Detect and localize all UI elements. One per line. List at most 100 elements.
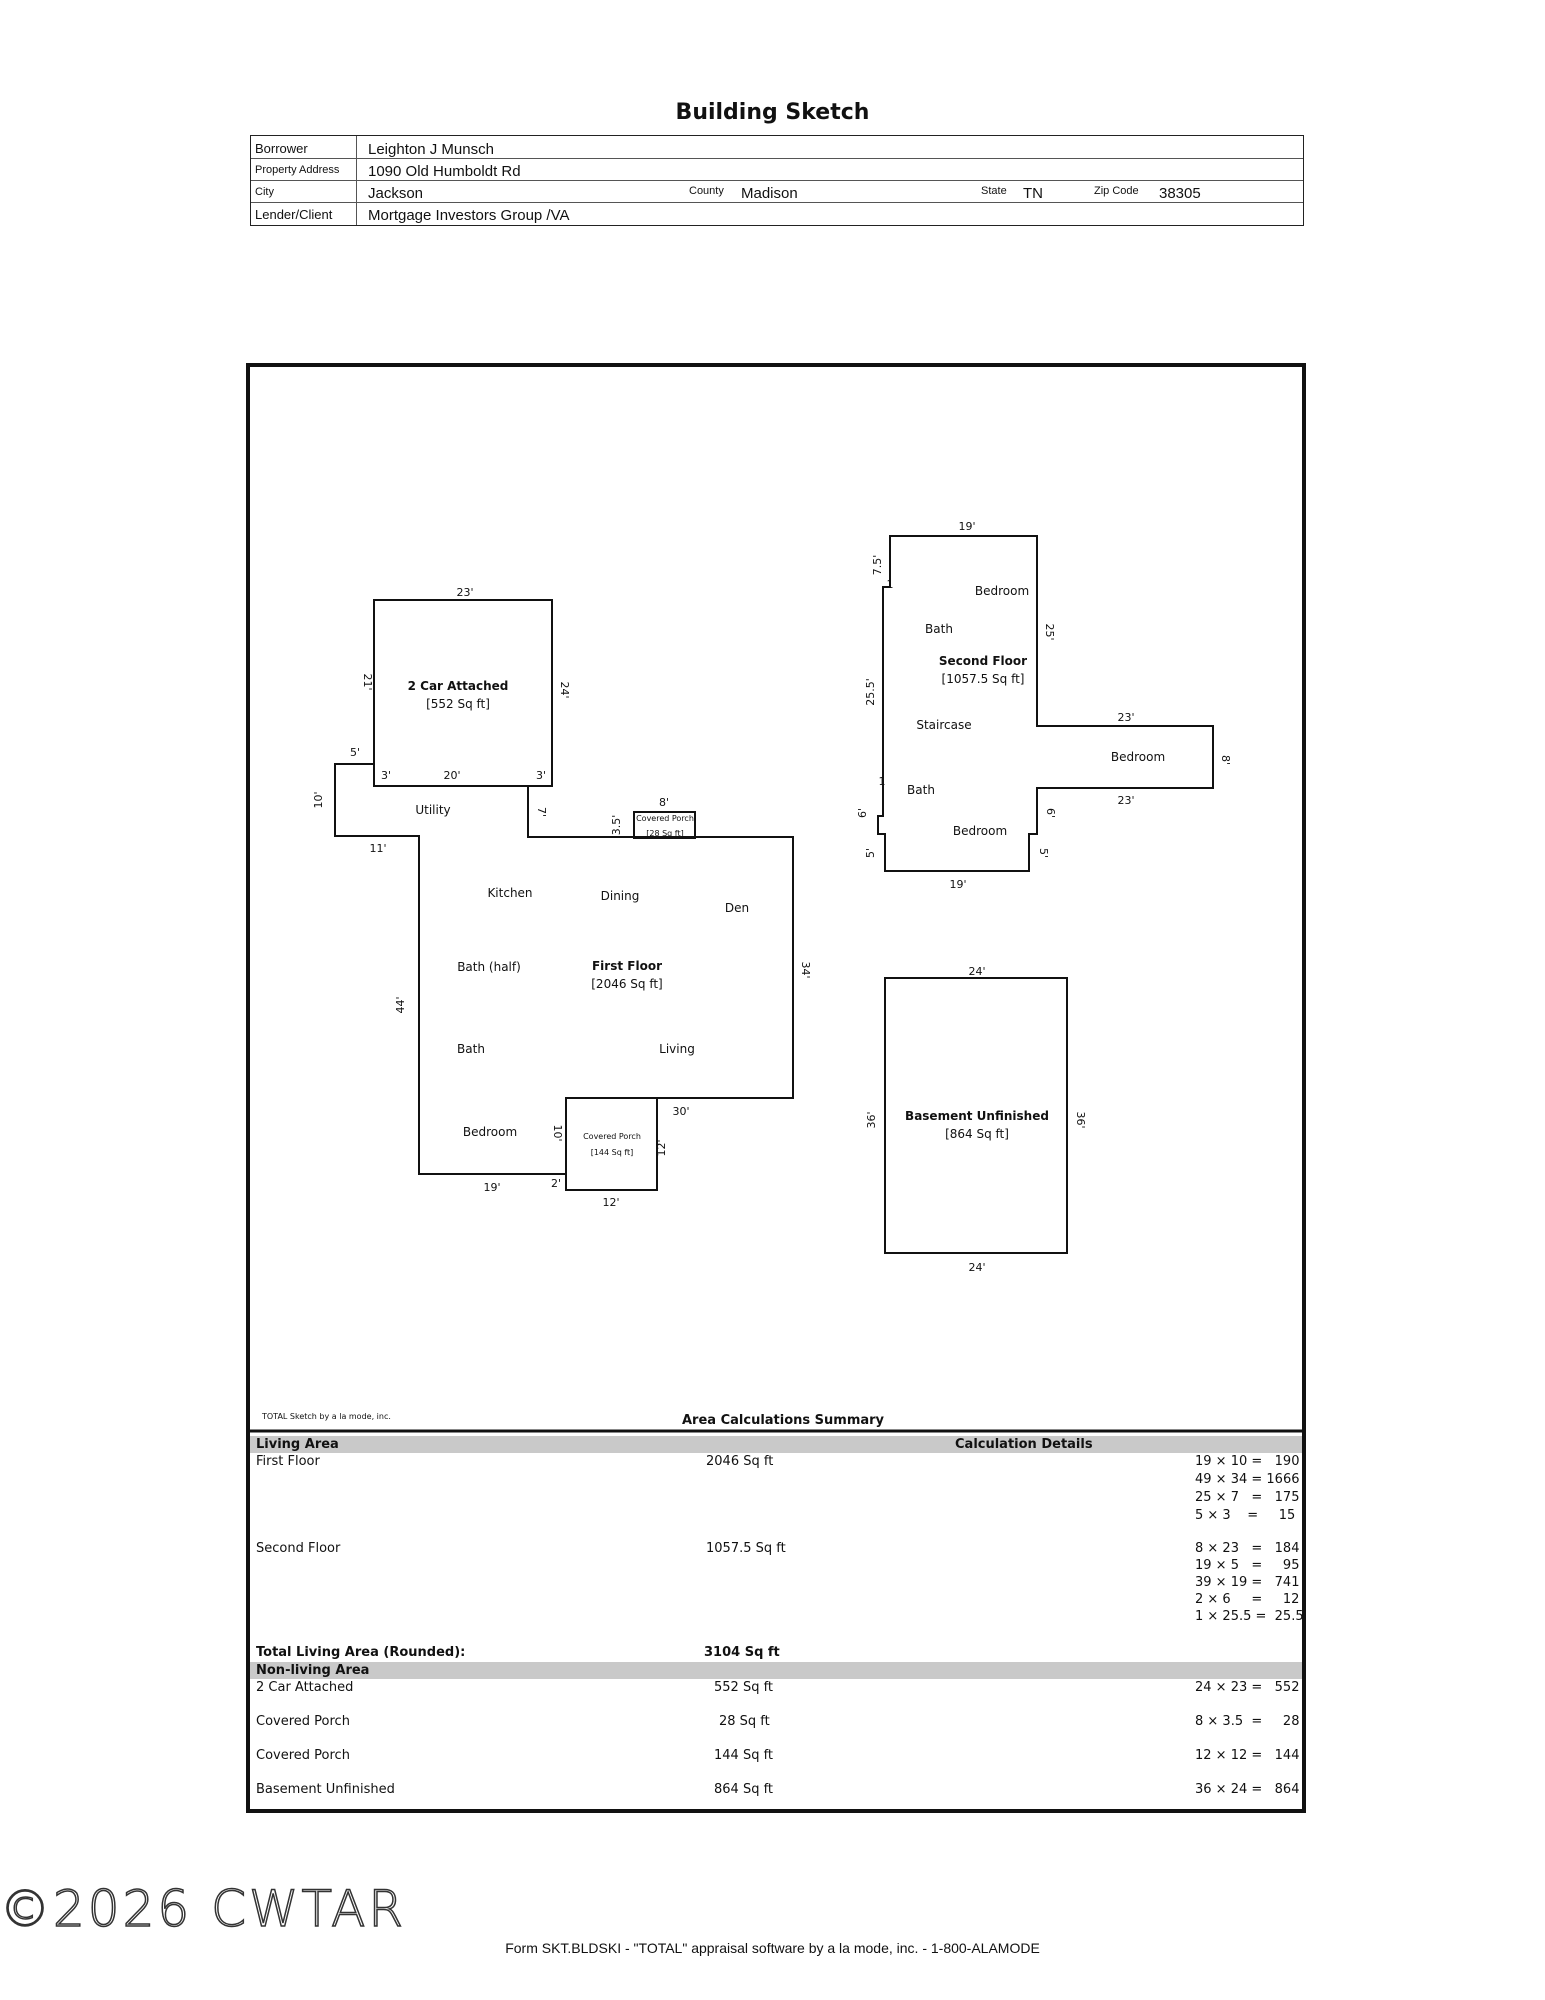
city-value: Jackson [368,185,424,202]
nonliving-label: Basement Unfinished [256,1782,395,1797]
nonliving-area: 864 Sq ft [714,1782,774,1797]
non-living-header: Non-living Area [256,1663,370,1678]
room-bath-2f-bottom: Bath [907,783,935,797]
room-bath-2f-top: Bath [925,622,953,636]
dim-5: 5' [350,746,360,759]
city-label: City [255,186,274,198]
dim-garage-top: 23' [456,586,473,599]
property-info-table: Borrower Leighton J Munsch Property Addr… [250,135,1304,226]
sketch-credit: TOTAL Sketch by a la mode, inc. [262,1412,391,1421]
calc-line: 5 × 3 = 15 [1195,1508,1296,1523]
room-bath-half: Bath (half) [457,960,521,974]
second-floor-name: Second Floor [939,654,1027,668]
room-utility: Utility [415,803,450,817]
garage-name: 2 Car Attached [408,679,509,693]
porch-small-area: [28 Sq ft] [646,829,683,838]
copyright-watermark: ©2026 CWTAR [0,1879,407,1939]
county-label: County [689,185,724,197]
basement-area: [864 Sq ft] [945,1127,1009,1141]
nonliving-area: 144 Sq ft [714,1748,774,1763]
basement-outline [884,977,1068,1254]
summary-title: Area Calculations Summary [682,1413,885,1428]
nonliving-label: 2 Car Attached [256,1680,354,1695]
calc-line: 1 × 25.5 = 25.5 [1195,1609,1304,1624]
second-floor-outline [877,535,1214,872]
room-bedroom: Bedroom [463,1125,517,1139]
dim-34: 34' [799,961,812,978]
dim-2f-5a: 5' [864,848,877,858]
total-living-value: 3104 Sq ft [704,1645,780,1660]
dim-44: 44' [394,996,407,1013]
dim-garage-bottom: 20' [443,769,460,782]
room-den: Den [725,901,749,915]
calc-details-header: Calculation Details [955,1437,1093,1452]
living-area-band [250,1436,1302,1453]
dim-garage-3a: 3' [381,769,391,782]
lender-row: Lender/Client Mortgage Investors Group /… [251,202,1303,224]
room-living: Living [659,1042,695,1056]
nonliving-label: Covered Porch [256,1714,350,1729]
dim-2f-6a: 6' [856,808,869,818]
dim-2f-top: 19' [958,520,975,533]
dim-2f-1b: 1 [879,775,886,788]
nonliving-area: 28 Sq ft [719,1714,770,1729]
dim-2f-bottom: 19' [949,878,966,891]
first-floor-outline [334,763,794,1175]
dim-12: 12' [602,1196,619,1209]
non-living-band [250,1662,1302,1679]
sketch-frame [246,363,1306,1813]
room-bedroom-2f-right: Bedroom [1111,750,1165,764]
nonliving-label: Covered Porch [256,1748,350,1763]
dim-2f-23b: 23' [1117,794,1134,807]
second-floor-label: Second Floor [256,1541,341,1556]
dim-7: 7' [535,807,548,817]
porch-large-area: [144 Sq ft] [591,1148,634,1157]
room-staircase: Staircase [916,718,971,732]
room-bath: Bath [457,1042,485,1056]
calc-line: 8 × 3.5 = 28 [1195,1714,1300,1729]
dim-2f-8: 8' [1219,755,1232,765]
address-label: Property Address [255,164,340,176]
calc-line: 2 × 6 = 12 [1195,1592,1300,1607]
borrower-row: Borrower Leighton J Munsch [251,136,1303,159]
second-floor-area: [1057.5 Sq ft] [942,672,1025,686]
first-floor-area: 2046 Sq ft [706,1454,774,1469]
living-area-header: Living Area [256,1437,339,1452]
dim-2f-7-5: 7.5' [871,555,884,576]
lender-label: Lender/Client [255,207,333,222]
calc-line: 36 × 24 = 864 [1195,1782,1300,1797]
covered-porch-small-outline [633,811,696,839]
form-footer: Form SKT.BLDSKI - "TOTAL" appraisal soft… [505,1940,1040,1956]
dim-2f-23a: 23' [1117,711,1134,724]
dim-garage-3b: 3' [536,769,546,782]
dim-basement-bottom: 24' [968,1261,985,1274]
address-value: 1090 Old Humboldt Rd [368,163,521,180]
dim-10: 10' [312,791,325,808]
lender-value: Mortgage Investors Group /VA [368,207,570,224]
room-bedroom-2f-top: Bedroom [975,584,1029,598]
dim-30: 30' [672,1105,689,1118]
dim-2f-5b: 5' [1037,848,1050,858]
page-title: Building Sketch [675,100,870,125]
dim-11: 11' [369,842,386,855]
dim-basement-top: 24' [968,965,985,978]
dim-19: 19' [483,1181,500,1194]
dim-2f-1a: 1 [887,578,894,591]
calc-line: 25 × 7 = 175 [1195,1490,1300,1505]
basement-name: Basement Unfinished [905,1109,1049,1123]
room-dining: Dining [601,889,640,903]
dim-3-5: 3.5' [610,815,623,836]
calc-line: 24 × 23 = 552 [1195,1680,1300,1695]
covered-porch-large-outline [565,1097,658,1191]
dim-2f-25-5: 25.5' [864,678,877,706]
dim-10b: 10' [551,1124,564,1141]
dim-2: 2' [551,1177,561,1190]
garage-outline [373,599,553,787]
first-floor-area: [2046 Sq ft] [591,977,662,991]
calc-line: 8 × 23 = 184 [1195,1541,1300,1556]
calc-line: 49 × 34 = 1666 [1195,1472,1300,1487]
room-bedroom-2f-bottom: Bedroom [953,824,1007,838]
dim-2f-6b: 6' [1044,808,1057,818]
dim-8: 8' [659,796,669,809]
